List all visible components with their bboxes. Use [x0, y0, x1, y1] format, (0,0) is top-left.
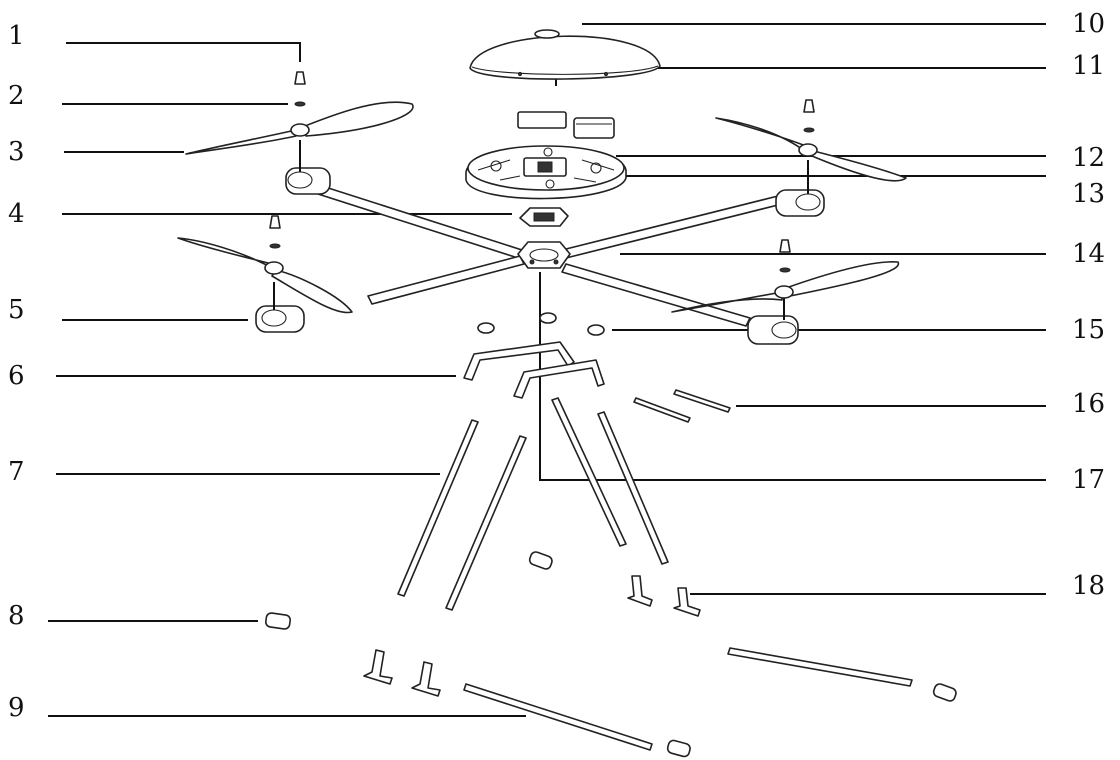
landing-gear-brackets [463, 341, 605, 399]
label-15: 15 [1072, 315, 1105, 345]
label-16: 16 [1072, 389, 1105, 419]
nut-back-right [803, 99, 815, 133]
label-9: 9 [8, 693, 25, 723]
landing-feet [363, 575, 701, 697]
leader-17 [539, 272, 1046, 481]
label-8: 8 [8, 601, 25, 631]
label-13: 13 [1072, 179, 1105, 209]
center-frame-plate [465, 145, 627, 200]
canopy-dome [469, 29, 661, 80]
label-1: 1 [8, 21, 25, 51]
connecting-rods [633, 389, 731, 423]
motors [255, 140, 825, 345]
frame-arms [317, 185, 783, 327]
motor-back-left [285, 140, 331, 195]
label-11: 11 [1072, 51, 1105, 81]
nut-front-right [779, 239, 791, 273]
label-12: 12 [1072, 143, 1105, 173]
label-10: 10 [1072, 9, 1105, 39]
label-2: 2 [8, 81, 25, 111]
nut-back-left [294, 71, 306, 107]
prop-nuts-and-washers [269, 71, 815, 273]
arm-mount-bracket [519, 207, 569, 227]
propellers [177, 101, 907, 314]
label-17: 17 [1072, 465, 1105, 495]
leader-lines [48, 23, 1046, 717]
leader-1 [66, 42, 301, 62]
label-5: 5 [8, 295, 25, 325]
lower-hub [517, 241, 571, 269]
motor-front-right [747, 296, 799, 345]
skid-tubes [463, 647, 913, 751]
nut-front-left [269, 215, 281, 249]
label-6: 6 [8, 361, 25, 391]
landing-mount-nuts [477, 312, 605, 336]
label-7: 7 [8, 457, 25, 487]
label-18: 18 [1072, 571, 1105, 601]
callout-numbers: 1 2 3 4 5 6 7 8 9 10 11 12 13 14 15 16 1… [8, 9, 1105, 723]
skid-end-caps [264, 551, 957, 758]
motor-front-left [255, 282, 305, 333]
label-3: 3 [8, 137, 25, 167]
landing-legs [397, 397, 669, 611]
label-14: 14 [1072, 239, 1105, 269]
electronics-modules [517, 111, 615, 139]
motor-back-right [775, 160, 825, 217]
label-4: 4 [8, 199, 25, 229]
